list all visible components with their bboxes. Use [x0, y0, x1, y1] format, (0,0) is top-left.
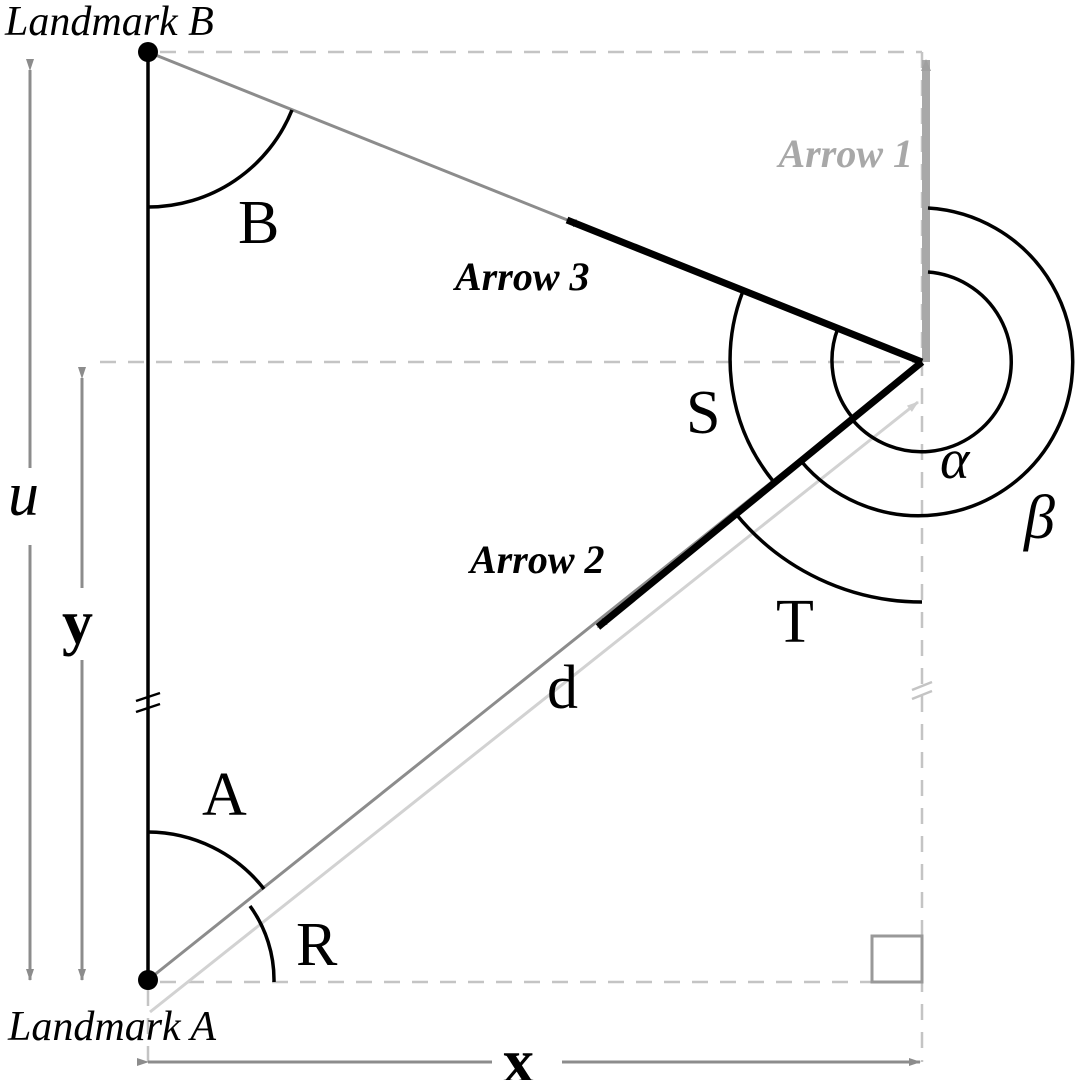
- right-angle-marker: [870, 934, 924, 984]
- arc-angle-alpha: [849, 270, 1013, 454]
- landmark-a-label: Landmark A: [7, 1004, 216, 1050]
- distance-d-label: d: [547, 654, 578, 722]
- arc-angle-b: [147, 109, 294, 209]
- arrow-3-label: Arrow 3: [452, 254, 590, 299]
- distance-d-line: [149, 400, 919, 1014]
- angle-beta-label: β: [1023, 484, 1055, 552]
- angle-arcs: [147, 109, 1075, 983]
- arrow-3: [565, 216, 924, 366]
- angle-t-label: T: [776, 588, 814, 656]
- arrow-2: [595, 359, 925, 630]
- angle-a-label: A: [202, 761, 247, 829]
- dimension-u-label: u: [8, 461, 39, 529]
- arrow-1-label: Arrow 1: [776, 131, 914, 176]
- arrow-2-label: Arrow 2: [467, 537, 605, 582]
- landmark-a-dot: [138, 970, 158, 990]
- arc-angle-s-inner: [830, 327, 854, 419]
- break-mark-right: [911, 680, 933, 701]
- landmark-b-dot: [138, 42, 158, 62]
- landmark-b-label: Landmark B: [4, 0, 214, 45]
- angle-r-label: R: [296, 911, 338, 979]
- arc-angle-r: [248, 904, 276, 983]
- angle-s-label: S: [686, 379, 720, 447]
- dimension-y-label: y: [62, 589, 93, 657]
- angle-b-label: B: [238, 189, 279, 257]
- arc-angle-s-outer: [728, 290, 775, 483]
- arc-angle-a: [147, 830, 266, 891]
- dimension-x-label: x: [503, 1028, 534, 1080]
- arc-angle-t: [734, 512, 923, 604]
- break-mark-left: [135, 691, 161, 714]
- arc-angle-beta: [799, 206, 1075, 518]
- angle-alpha-label: α: [940, 429, 971, 491]
